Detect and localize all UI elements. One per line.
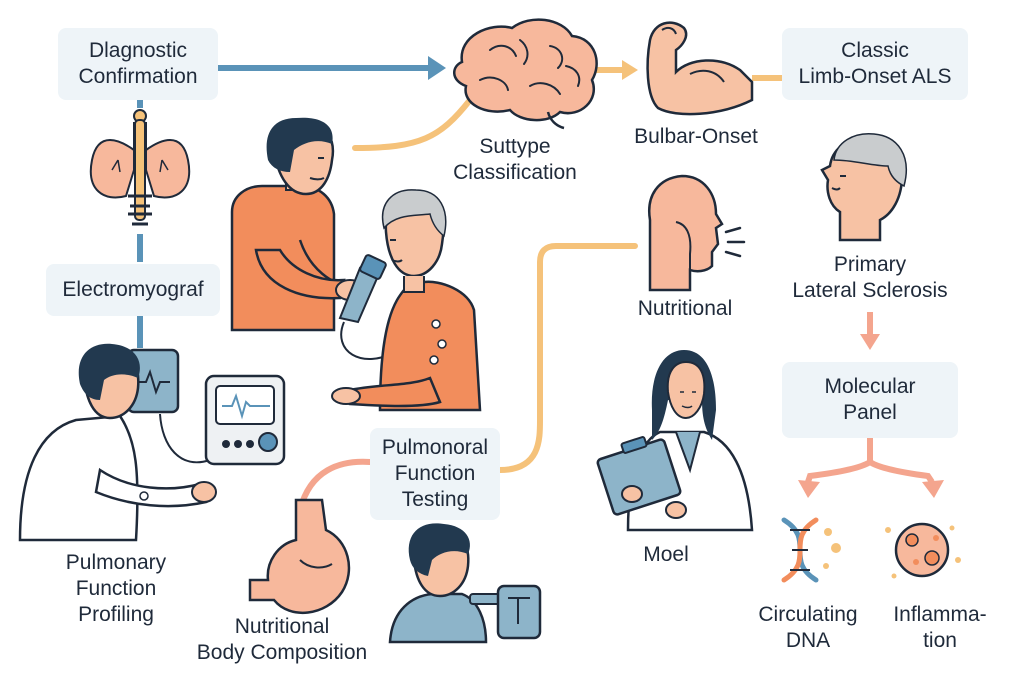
moel-label: Moel (616, 542, 716, 568)
female-doctor-figure (626, 350, 754, 532)
circulating-dna-label: Circulating DNA (740, 602, 876, 654)
pls-line1: Primary (833, 253, 907, 276)
brain-icon (453, 18, 598, 130)
classic-limb-onset-line1: Classic (841, 39, 909, 62)
pulmonary-function-profiling-label: Pulmonary Function Profiling (36, 550, 196, 628)
arrow-diagnostic-to-classification (218, 56, 446, 80)
flexed-arm-icon (646, 21, 754, 116)
classic-limb-onset-line2: Limb-Onset ALS (798, 65, 952, 88)
connector-stomach-to-testing (297, 458, 373, 513)
diagnostic-confirmation-box: Dlagnostic Confirmation (58, 28, 218, 100)
dna-icon (781, 517, 841, 583)
technician-figure (18, 343, 217, 542)
subtype-classification-label: Suttype Classification (430, 134, 600, 186)
bulbar-onset-text: Bulbar-Onset (634, 125, 758, 148)
pulmonoral-function-testing-box: Pulmonoral Function Testing (370, 428, 500, 520)
connector-doctor-to-brain (352, 97, 473, 151)
inflammation-line1: Inflamma- (893, 603, 987, 626)
subtype-classification-line1: Suttype (479, 135, 551, 158)
moel-text: Moel (643, 543, 689, 566)
ecg-monitor-icon (126, 348, 211, 464)
primary-lateral-sclerosis-label: Primary Lateral Sclerosis (772, 252, 968, 304)
lungs-icon (89, 109, 191, 226)
pulmonoral-line1: Pulmonoral (381, 436, 489, 459)
circulating-dna-line2: DNA (785, 629, 831, 652)
nutritional-label: Nutritional (610, 296, 760, 322)
pulmonoral-line2: Function (394, 462, 476, 485)
molecular-panel-box: Molecular Panel (782, 362, 958, 438)
nbc-line2: Body Composition (196, 641, 368, 664)
inflammation-label: Inflamma- tion (872, 602, 1008, 654)
diagnostic-confirmation-line1: Dlagnostic (88, 39, 188, 62)
pls-line2: Lateral Sclerosis (792, 279, 948, 302)
molecular-panel-line1: Molecular (824, 375, 916, 398)
nutritional-text: Nutritional (637, 297, 733, 320)
connector-testing-to-nutritional (497, 243, 638, 473)
clipboard-icon (596, 436, 687, 519)
diagnostic-confirmation-line2: Confirmation (78, 65, 198, 88)
nbc-line1: Nutritional (234, 615, 330, 638)
pfp-line2: Function (75, 577, 157, 600)
pulmonoral-line3: Testing (401, 488, 469, 511)
stomach-icon (248, 498, 351, 614)
pfp-line1: Pulmonary (65, 551, 167, 574)
patient-figure (331, 189, 482, 412)
stethoscope-monitor-icon (204, 374, 286, 466)
electromyograf-text: Electromyograf (62, 278, 204, 301)
head-profile-icon (648, 174, 746, 292)
inflamed-cell-icon (885, 522, 961, 579)
pls-patient-icon (820, 133, 907, 242)
molecular-panel-line2: Panel (843, 401, 897, 424)
arrow-pls-to-panel (860, 312, 880, 350)
inflammation-line2: tion (923, 629, 957, 652)
circulating-dna-line1: Circulating (758, 603, 858, 626)
doctor-figure (230, 117, 365, 332)
classic-limb-onset-box: Classic Limb-Onset ALS (782, 28, 968, 100)
subtype-classification-line2: Classification (453, 161, 577, 184)
bulbar-onset-label: Bulbar-Onset (616, 124, 776, 150)
nutritional-body-composition-label: Nutritional Body Composition (184, 614, 380, 666)
branch-panel-to-biomarkers (798, 438, 944, 498)
spirometer-patient-figure (388, 523, 542, 644)
electromyograf-box: Electromyograf (46, 264, 220, 316)
pfp-line3: Profiling (78, 603, 154, 626)
